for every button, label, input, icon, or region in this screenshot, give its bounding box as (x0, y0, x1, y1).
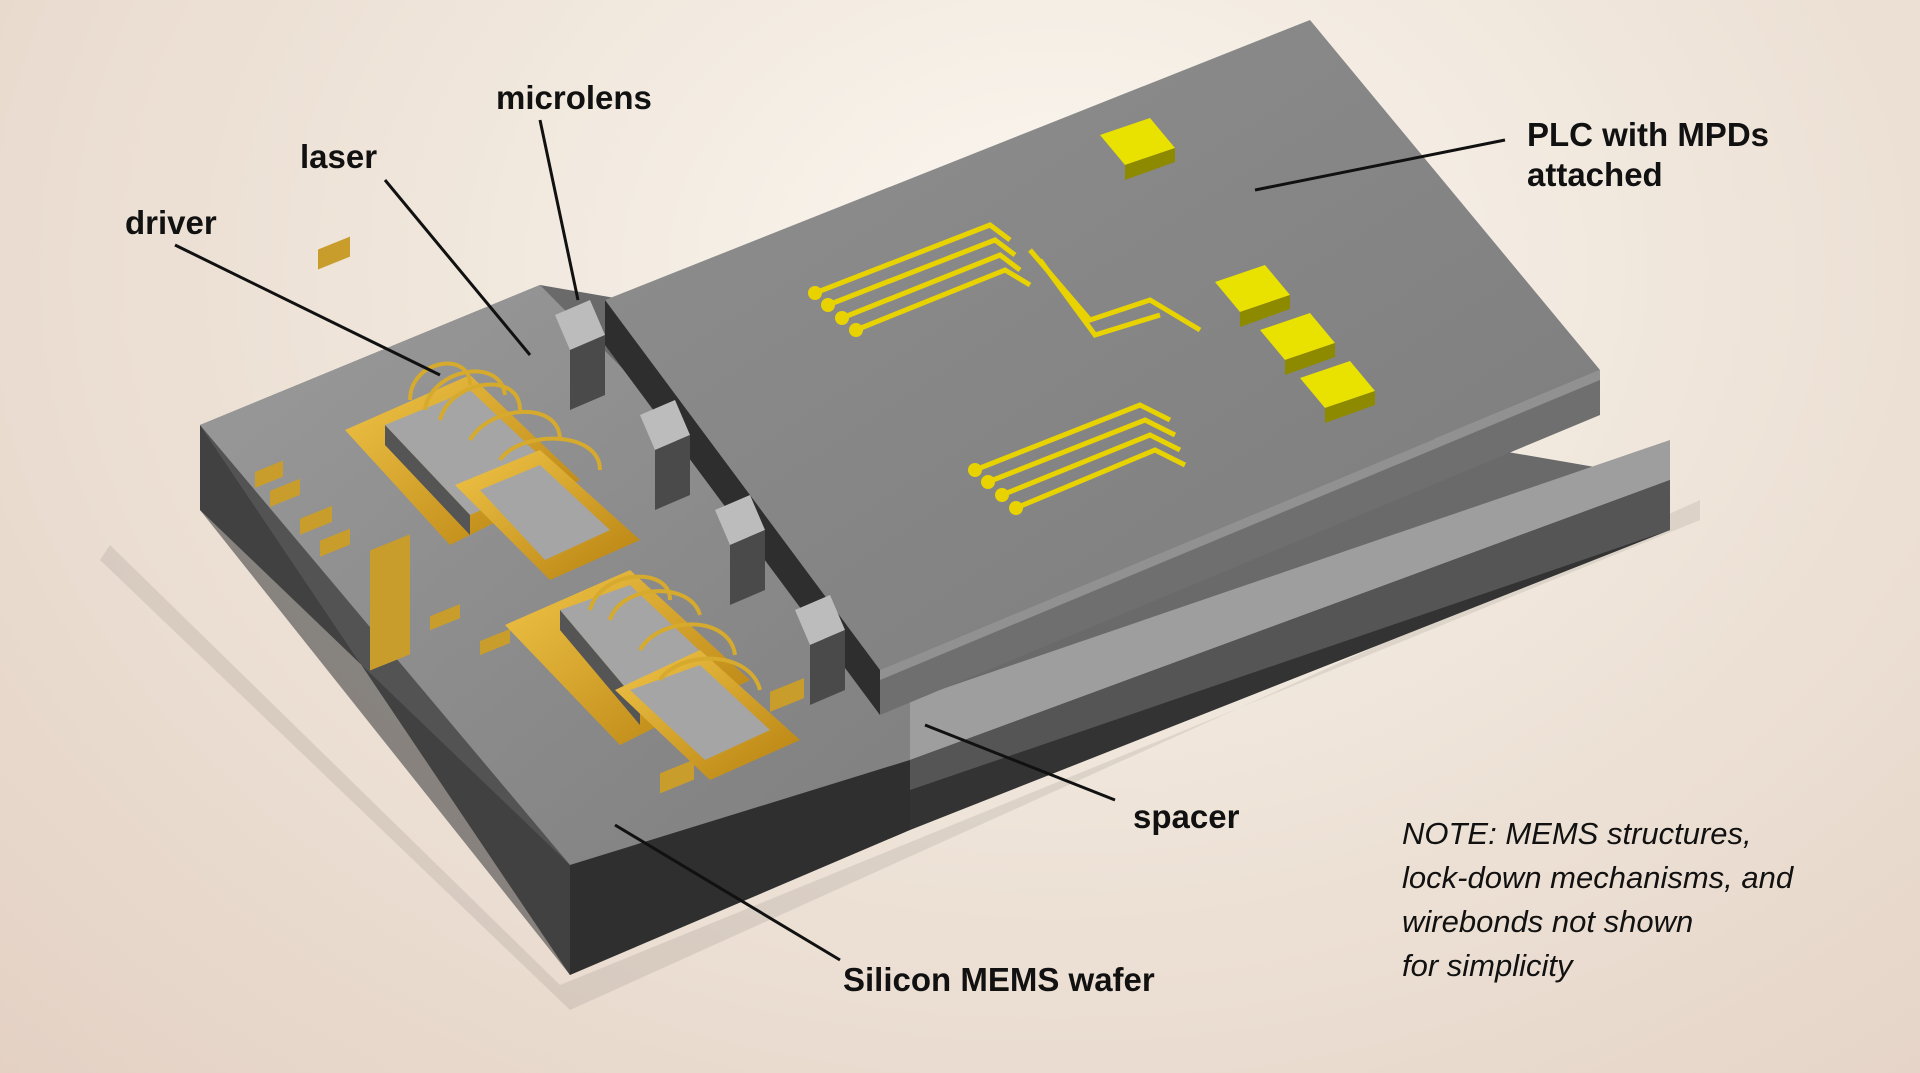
label-laser: laser (300, 138, 378, 175)
leader-lines (174, 119, 1506, 962)
label-plc-with-mpds: PLC with MPDs attached (1527, 115, 1769, 194)
label-plc-line-1: PLC with MPDs (1527, 116, 1770, 153)
monitor-photodiodes (1100, 118, 1375, 423)
note-line-2: lock-down mechanisms, and (1402, 860, 1794, 896)
label-microlens: microlens (496, 79, 652, 116)
note-line-4: for simplicity (1402, 948, 1573, 984)
microlens-array (555, 300, 845, 705)
label-spacer: spacer (1133, 798, 1240, 835)
note-text: NOTE: MEMS structures, lock-down mechani… (1402, 812, 1793, 988)
label-driver: driver (125, 204, 217, 241)
note-line-1: NOTE: MEMS structures, (1402, 816, 1752, 851)
note-line-3: wirebonds not shown (1402, 904, 1694, 940)
laser-driver-chip-group-2 (505, 570, 800, 780)
wire-bonds (408, 361, 762, 691)
spacer (910, 440, 1670, 790)
label-plc-line-2: attached (1527, 155, 1663, 193)
plc-trace-pads (808, 286, 1023, 515)
label-silicon-mems-wafer: Silicon MEMS wafer (843, 961, 1155, 998)
plc-waveguide-traces (814, 222, 1202, 511)
laser-driver-chip-group-1 (345, 375, 640, 580)
wafer-gold-pads (255, 236, 804, 794)
